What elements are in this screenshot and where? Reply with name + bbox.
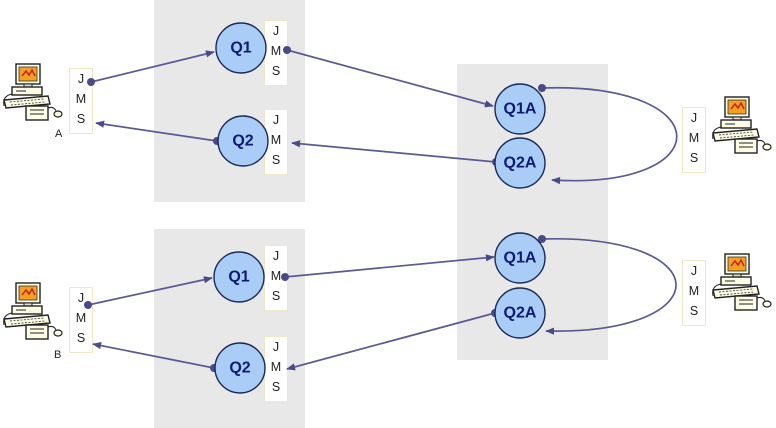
svg-text:Q2A: Q2A	[504, 305, 537, 322]
jms-label-consumer-top	[682, 107, 706, 173]
computer-icon	[2, 282, 63, 340]
svg-text:Q1: Q1	[228, 269, 249, 286]
queue-q1-bottom: Q1	[213, 251, 265, 303]
svg-text:Q2A: Q2A	[504, 155, 537, 172]
computer-icon	[2, 63, 63, 121]
svg-text:Q1A: Q1A	[504, 101, 537, 118]
queue-q2-top: Q2	[217, 115, 269, 167]
host-label-a: A	[55, 128, 63, 140]
jms-label-consumer-bottom	[682, 260, 706, 326]
jms-label-host-a	[69, 68, 93, 134]
queue-q2-bottom: Q2	[214, 342, 266, 394]
svg-text:Q2: Q2	[232, 133, 253, 150]
connectors-top	[87, 46, 678, 185]
queue-q1a-top: Q1A	[494, 83, 546, 135]
queue-q1-top: Q1	[215, 22, 267, 74]
host-label-b: B	[54, 349, 61, 361]
svg-text:Q1A: Q1A	[504, 250, 537, 267]
queue-q1a-bottom: Q1A	[494, 232, 546, 284]
jms-label-q2-bottom	[264, 336, 288, 402]
connectors-bottom	[84, 235, 677, 372]
computer-icon	[711, 96, 772, 154]
jms-label-host-b	[69, 287, 93, 353]
jms-label-q1-top	[264, 20, 288, 86]
svg-text:Q1: Q1	[230, 40, 251, 57]
queue-q2a-bottom: Q2A	[494, 287, 546, 339]
computer-icon	[711, 253, 772, 311]
svg-text:Q2: Q2	[229, 360, 250, 377]
queue-q2a-top: Q2A	[494, 137, 546, 189]
